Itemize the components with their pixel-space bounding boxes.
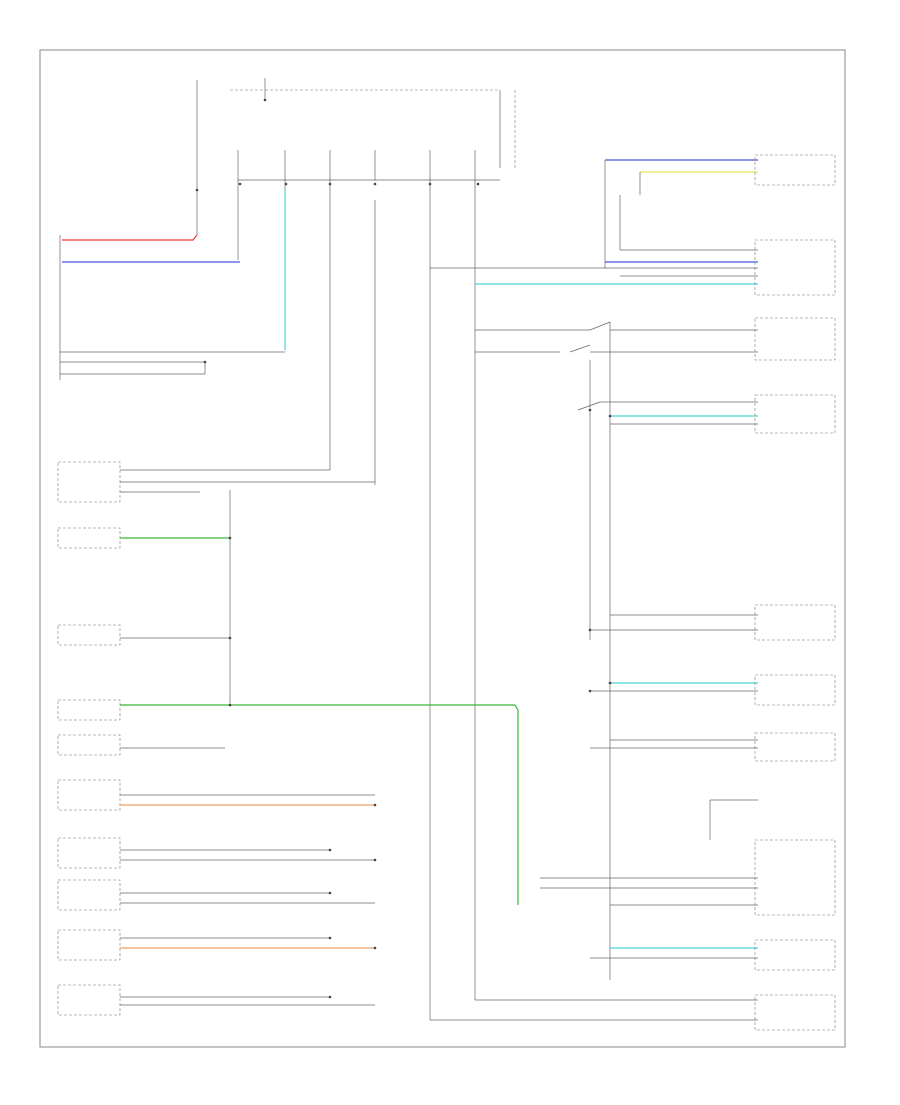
power-source-group [195,78,516,1020]
right-lower-modules [430,604,836,1031]
right-top-connector [430,154,836,296]
left-lower-modules [57,250,519,1016]
left-top-connector [59,190,286,380]
switch-area [475,317,836,980]
diagram-frame [39,49,846,1048]
